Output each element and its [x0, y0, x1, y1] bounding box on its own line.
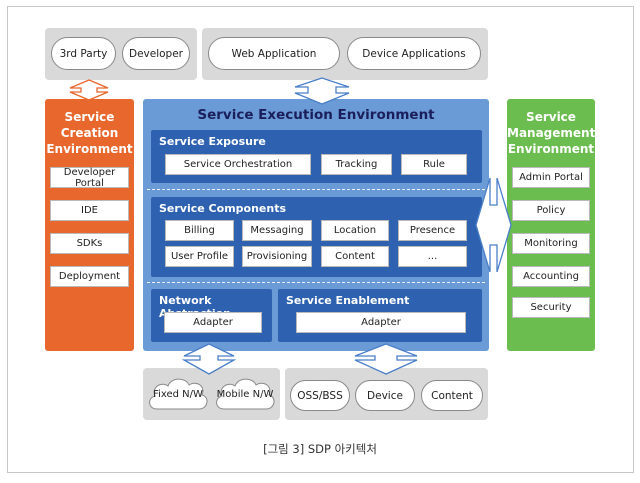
cloud-icon	[216, 378, 275, 410]
arrow-top-center	[294, 77, 350, 105]
management-item-monitoring: Monitoring	[512, 233, 590, 254]
network-abstraction-panel: Network Abstraction Adapter	[151, 289, 272, 342]
exposure-item-service-orchestration: Service Orchestration	[165, 154, 311, 175]
arrow-bottom-left	[181, 343, 237, 375]
creation-item-sdks: SDKs	[50, 233, 129, 254]
service-management-environment: Service Management Environment Admin Por…	[507, 99, 595, 351]
service-execution-environment: Service Execution Environment Service Ex…	[143, 99, 489, 351]
management-title-line-3: Environment	[507, 142, 595, 156]
management-item-admin-portal: Admin Portal	[512, 167, 590, 188]
bottom-right-group: OSS/BSS Device Content	[285, 368, 488, 420]
divider-1	[147, 189, 485, 190]
pill-developer: Developer	[122, 37, 190, 70]
component-user-profile: User Profile	[165, 246, 234, 267]
management-title-line-2: Management	[507, 126, 596, 140]
pill-web-application: Web Application	[208, 37, 340, 70]
creation-title-line-1: Service	[64, 110, 115, 124]
service-enablement-title: Service Enablement	[286, 294, 410, 307]
execution-title: Service Execution Environment	[197, 107, 435, 123]
creation-title-line-2: Creation	[60, 126, 119, 140]
management-item-accounting: Accounting	[512, 266, 590, 287]
service-exposure-panel: Service Exposure Service Orchestration T…	[151, 130, 482, 183]
component-presence: Presence	[398, 220, 467, 241]
service-creation-environment: Service Creation Environment Developer P…	[45, 99, 134, 351]
pill-oss-bss: OSS/BSS	[290, 380, 350, 411]
top-left-group: 3rd Party Developer	[45, 28, 197, 80]
service-enablement-panel: Service Enablement Adapter	[278, 289, 482, 342]
management-title-line-1: Service	[526, 110, 576, 124]
arrow-bottom-right	[354, 343, 418, 375]
exposure-item-tracking: Tracking	[321, 154, 392, 175]
figure-caption: [그림 3] SDP 아키텍처	[263, 442, 377, 456]
arrow-right-horizontal	[475, 177, 512, 273]
exposure-item-rule: Rule	[401, 154, 467, 175]
component-content: Content	[321, 246, 389, 267]
cloud-mobile-nw: Mobile N/W	[212, 371, 278, 417]
cloud-mobile-nw-label: Mobile N/W	[216, 388, 274, 400]
pill-content: Content	[421, 380, 483, 411]
top-center-group: Web Application Device Applications	[202, 28, 488, 80]
pill-device-applications: Device Applications	[347, 37, 481, 70]
network-adapter: Adapter	[164, 312, 262, 333]
arrow-top-left	[69, 79, 109, 101]
cloud-fixed-nw: Fixed N/W	[145, 371, 211, 417]
service-components-title: Service Components	[159, 202, 287, 215]
creation-title-line-3: Environment	[46, 142, 133, 156]
divider-2	[147, 282, 485, 283]
pill-3rd-party: 3rd Party	[51, 37, 116, 70]
creation-item-ide: IDE	[50, 200, 129, 221]
cloud-icon	[149, 378, 208, 410]
component-more: ...	[398, 246, 467, 267]
management-item-policy: Policy	[512, 200, 590, 221]
component-messaging: Messaging	[242, 220, 312, 241]
service-exposure-title: Service Exposure	[159, 135, 266, 148]
creation-item-developer-portal: Developer Portal	[50, 167, 129, 189]
management-item-security: Security	[512, 297, 590, 318]
component-location: Location	[321, 220, 389, 241]
component-billing: Billing	[165, 220, 234, 241]
bottom-left-group: Fixed N/W Mobile N/W	[143, 368, 280, 420]
creation-item-deployment: Deployment	[50, 266, 129, 287]
component-provisioning: Provisioning	[242, 246, 312, 267]
service-components-panel: Service Components Billing Messaging Loc…	[151, 197, 482, 277]
enablement-adapter: Adapter	[296, 312, 466, 333]
pill-device: Device	[355, 380, 415, 411]
cloud-fixed-nw-label: Fixed N/W	[153, 388, 203, 400]
